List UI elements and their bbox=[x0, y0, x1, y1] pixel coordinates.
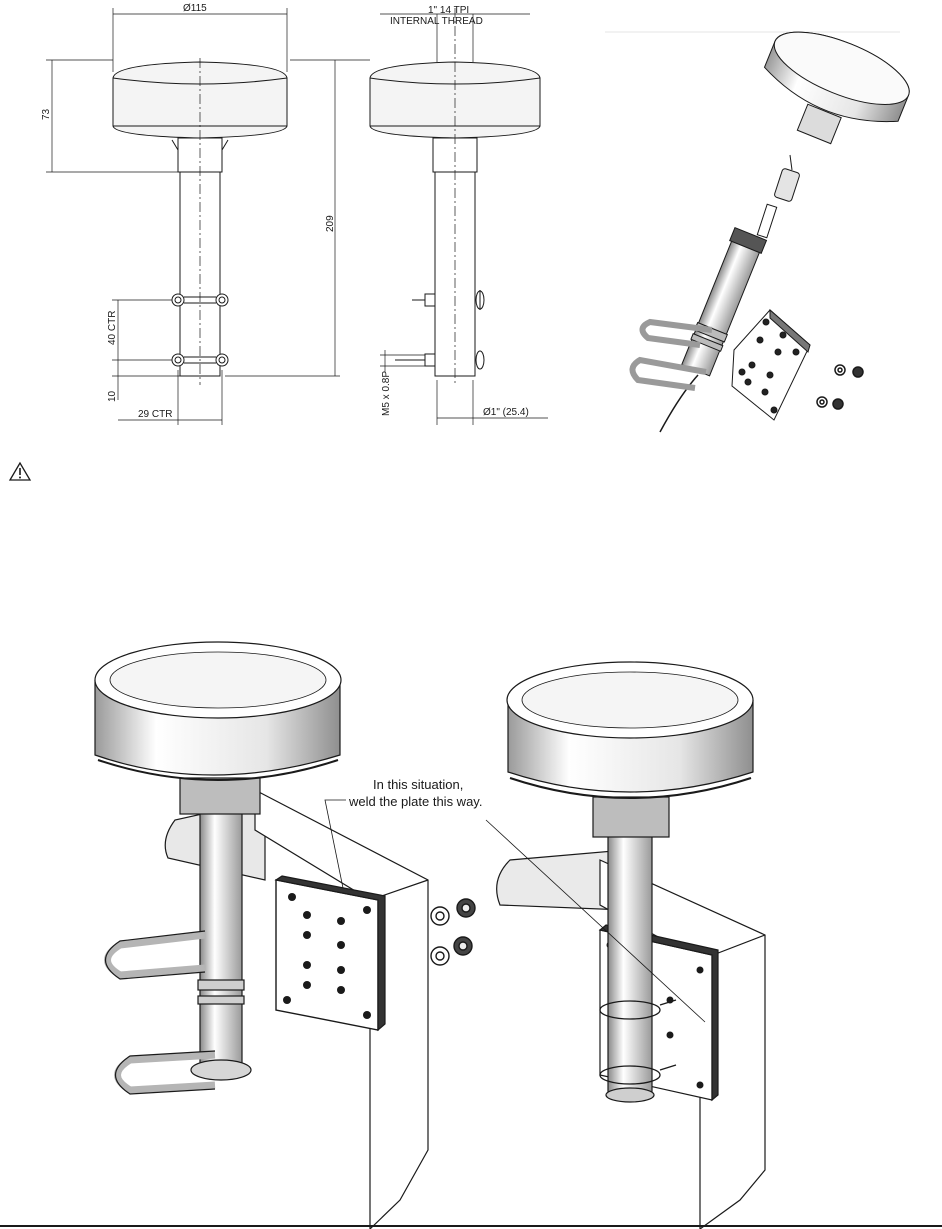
callout-line-1: In this situation, bbox=[373, 777, 463, 792]
nuts-washers-exploded bbox=[817, 365, 863, 409]
nuts-washers-left bbox=[431, 899, 475, 965]
mount-assembly-right bbox=[497, 662, 765, 1229]
front-view-drawing bbox=[46, 8, 287, 425]
dim-height-head: 73 bbox=[41, 108, 52, 120]
warning-triangle-icon bbox=[10, 463, 30, 480]
dim-diameter-top: Ø115 bbox=[183, 3, 207, 14]
dim-bolt-thread: M5 x 0.8P bbox=[381, 371, 392, 416]
mounting-plate-exploded bbox=[732, 310, 810, 420]
dim-total-height: 209 bbox=[325, 215, 336, 232]
mount-assembly-left bbox=[95, 642, 475, 1229]
cable-connector bbox=[757, 155, 800, 238]
exploded-view-drawing bbox=[605, 17, 918, 432]
dim-pole-diameter: Ø1" (25.4) bbox=[483, 407, 529, 418]
dim-bottom-offset: 10 bbox=[107, 390, 118, 402]
dim-u-bolt-spacing: 40 CTR bbox=[107, 311, 118, 345]
dim-thread-desc: INTERNAL THREAD bbox=[390, 16, 483, 27]
dim-u-bolt-width: 29 CTR bbox=[138, 409, 172, 420]
callout-line-2: weld the plate this way. bbox=[348, 794, 482, 809]
dim-thread-top: 1" 14 TPI bbox=[428, 5, 469, 16]
